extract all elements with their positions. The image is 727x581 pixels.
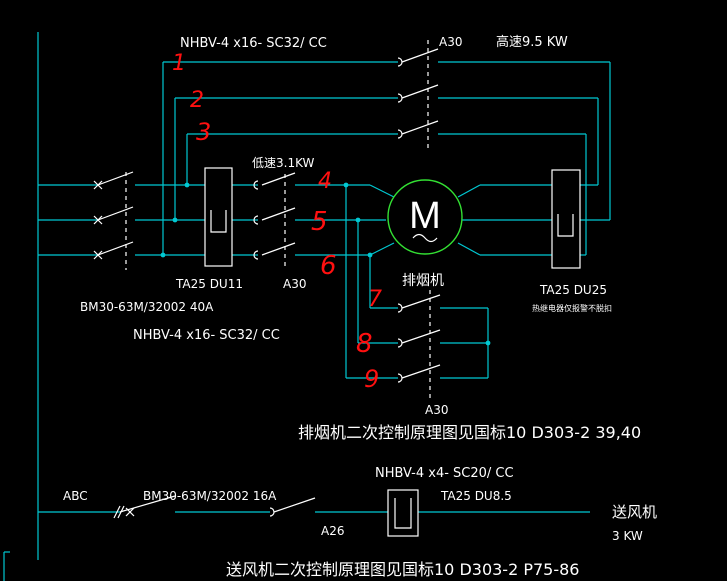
annotation-2: 2 (190, 88, 204, 113)
supply-contactor (269, 497, 316, 517)
a30-bottom-label: A30 (425, 403, 448, 417)
annotation-8: 8 (356, 329, 373, 359)
relay-note: 热继电器仅报警不脱扣 (532, 303, 612, 313)
annotation-9: 9 (364, 365, 379, 393)
supply-kw-label: 3 KW (612, 529, 643, 543)
annotation-1: 1 (172, 51, 186, 76)
annotation-7: 7 (368, 287, 382, 312)
ta25-du11-label: TA25 DU11 (175, 277, 243, 291)
annotation-6: 6 (320, 251, 337, 281)
supply-note: 送风机二次控制原理图见国标10 D303-2 P75-86 (226, 560, 580, 579)
ta25-du85-label: TA25 DU8.5 (440, 489, 512, 503)
devices (93, 40, 581, 537)
main-breaker-label: BM30-63M/32002 40A (80, 300, 214, 314)
a30-top-label: A30 (439, 35, 462, 49)
main-breaker-40a (93, 171, 134, 270)
supply-breaker-16a (113, 495, 176, 519)
annotation-3: 3 (196, 118, 211, 146)
annotation-5: 5 (311, 207, 328, 237)
annotation-4: 4 (318, 169, 332, 194)
cable-top-label: NHBV-4 x16- SC32/ CC (180, 36, 327, 51)
wiring (3, 32, 611, 581)
supply-breaker-label: BM30-63M/32002 16A (143, 489, 277, 503)
thermal-relay-du25 (551, 169, 581, 269)
low-speed-label: 低速3.1KW (252, 156, 315, 170)
a26-label: A26 (321, 524, 344, 538)
low-speed-contactor (253, 172, 296, 268)
thermal-relay-du85 (387, 489, 419, 537)
cable-mid-label: NHBV-4 x16- SC32/ CC (133, 328, 280, 343)
abc-label: ABC (63, 489, 88, 503)
exhaust-fan-motor: M (387, 179, 463, 255)
cable-supply-label: NHBV-4 x4- SC20/ CC (375, 466, 514, 481)
high-speed-contactor (397, 40, 439, 150)
high-speed-label: 高速9.5 KW (496, 34, 568, 50)
thermal-relay-du11 (204, 167, 233, 267)
junction-dots (160, 182, 491, 346)
ta25-du25-label: TA25 DU25 (539, 283, 607, 297)
supply-fan-label: 送风机 (612, 503, 657, 521)
motor-symbol: M (409, 195, 441, 237)
a30-mid-label: A30 (283, 277, 306, 291)
star-contactor (397, 290, 441, 398)
exhaust-fan-label: 排烟机 (402, 273, 444, 289)
exhaust-note: 排烟机二次控制原理图见国标10 D303-2 39,40 (298, 423, 641, 442)
